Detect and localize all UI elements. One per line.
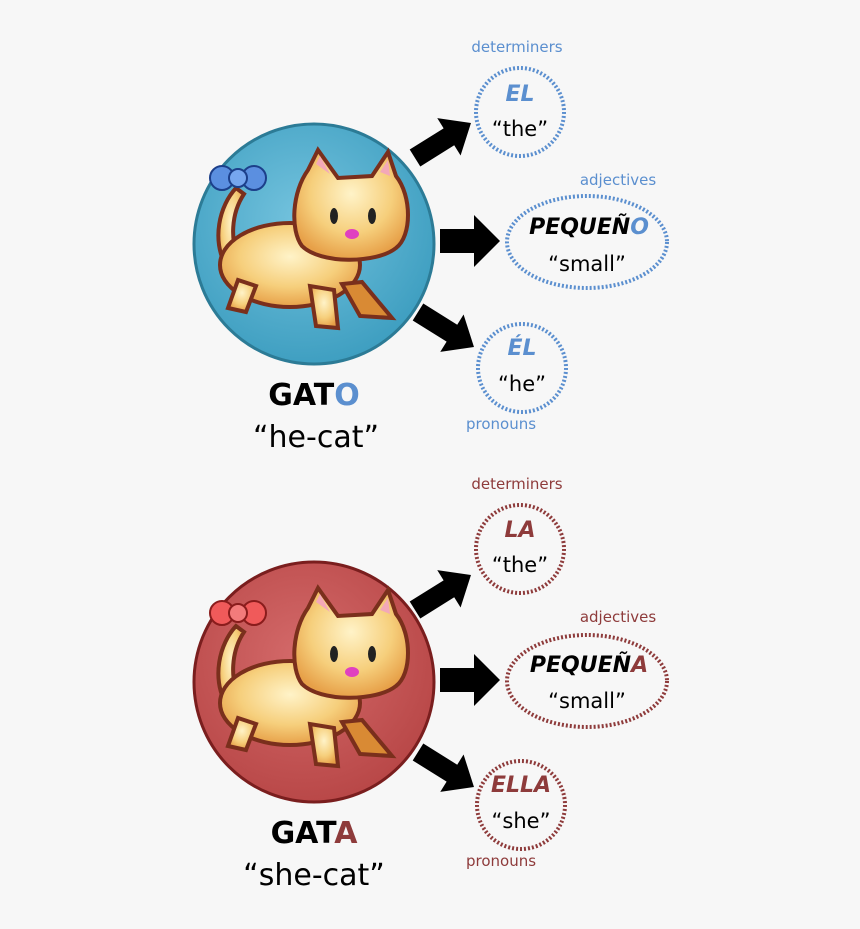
arrow-to-adjective <box>440 215 500 267</box>
red-bow-icon <box>209 600 267 626</box>
adjective-word: PEQUEÑO <box>529 215 649 240</box>
arrow-to-adjective <box>440 654 500 706</box>
adjective-stem: PEQUEÑ <box>529 215 631 240</box>
pronoun-word: ÉL <box>507 336 537 361</box>
determiner-word: LA <box>504 518 536 543</box>
adjectives-label: adjectives <box>579 171 657 189</box>
determiner-gloss: “the” <box>491 553 549 577</box>
feminine-group <box>192 503 669 851</box>
noun-ending: A <box>334 816 358 851</box>
pronoun-bubble <box>476 322 568 414</box>
adjective-bubble <box>505 633 669 729</box>
determiner-gloss: “the” <box>491 117 549 141</box>
masculine-group <box>192 66 669 414</box>
arrow-to-determiner <box>409 570 471 619</box>
determiners-label: determiners <box>471 38 563 56</box>
determiners-label: determiners <box>471 475 563 493</box>
determiner-bubble <box>474 66 566 158</box>
adjective-ending: A <box>631 653 649 678</box>
adjective-gloss: “small” <box>548 252 626 276</box>
pronoun-bubble <box>475 759 567 851</box>
noun-word: GATA <box>271 816 358 851</box>
noun-stem: GAT <box>268 378 335 413</box>
adjectives-label: adjectives <box>579 608 657 626</box>
pronoun-gloss: “she” <box>491 809 551 833</box>
determiner-bubble <box>474 503 566 595</box>
blue-bow-icon <box>209 165 267 191</box>
arrow-to-pronoun <box>412 743 474 792</box>
determiner-word: EL <box>505 82 535 107</box>
arrow-to-determiner <box>409 118 471 167</box>
noun-ending: O <box>334 378 360 413</box>
adjective-bubble <box>505 194 669 290</box>
adjective-word: PEQUEÑA <box>530 653 648 678</box>
adjective-ending: O <box>630 215 649 240</box>
noun-word: GATO <box>268 378 360 413</box>
pronouns-label: pronouns <box>465 415 537 433</box>
pronoun-gloss: “he” <box>498 372 546 396</box>
pronoun-word: ELLA <box>490 773 552 798</box>
adjective-stem: PEQUEÑ <box>529 653 632 678</box>
arrow-to-pronoun <box>412 303 474 352</box>
adjective-gloss: “small” <box>548 689 626 713</box>
noun-gloss: “she-cat” <box>243 858 385 893</box>
pronouns-label: pronouns <box>465 852 537 870</box>
noun-stem: GAT <box>270 816 335 851</box>
noun-gloss: “he-cat” <box>252 420 380 455</box>
